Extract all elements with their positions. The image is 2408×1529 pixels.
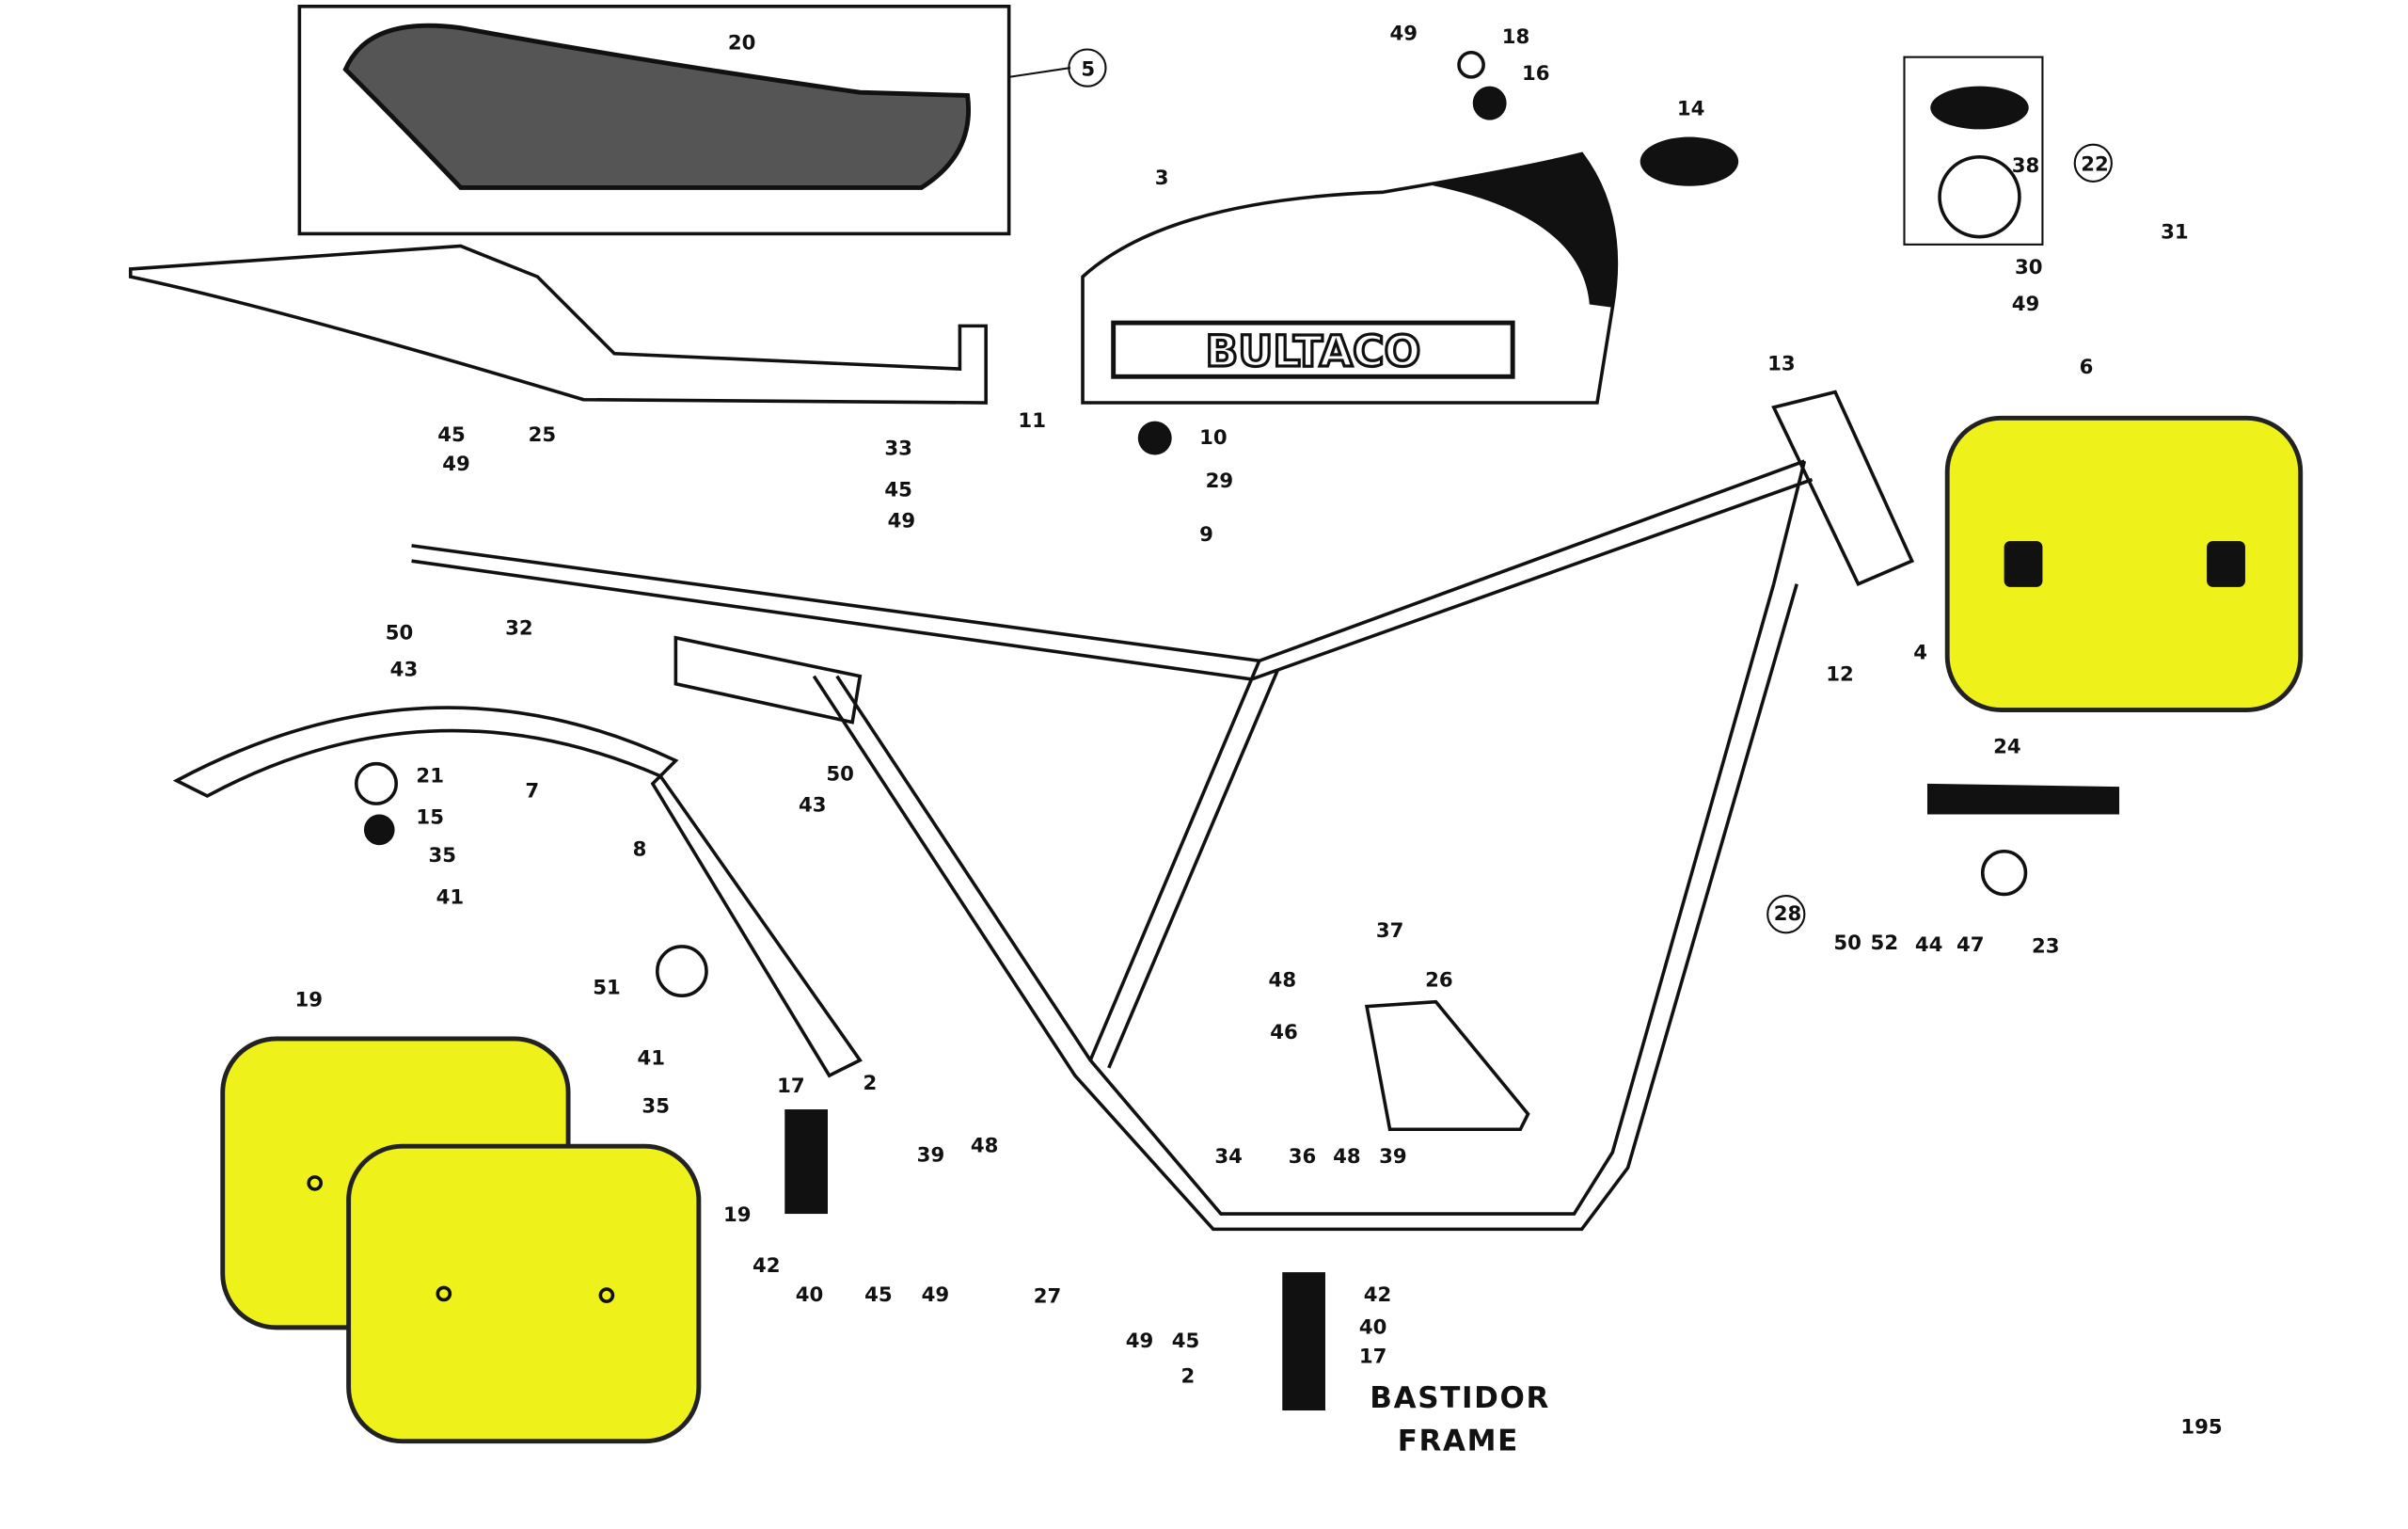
callout-label: 15	[416, 805, 444, 829]
callout-label: 47	[1956, 933, 1985, 957]
callout-label: 45	[437, 423, 466, 447]
callout-label: 50	[826, 763, 854, 787]
title-spanish: BASTIDOR	[1370, 1381, 1550, 1415]
callout-label: 40	[1359, 1315, 1387, 1339]
callout-label: 27	[1034, 1285, 1062, 1309]
callout-label: 34	[1214, 1145, 1243, 1169]
callout-label: 51	[593, 977, 621, 1000]
callout-label: 2	[1181, 1365, 1196, 1389]
callout-label: 36	[1289, 1145, 1317, 1169]
callout-label: 8	[633, 838, 647, 862]
callout-label: 13	[1767, 353, 1796, 376]
callout-label: 31	[2161, 220, 2189, 244]
callout-label: 41	[638, 1047, 666, 1071]
callout-label: 24	[1993, 735, 2021, 758]
callout-label: 40	[796, 1283, 824, 1307]
callout-label: 26	[1425, 968, 1453, 992]
callout-label: 49	[1126, 1330, 1154, 1353]
callout-label: 43	[799, 793, 827, 817]
callout-label: 50	[1833, 932, 1861, 955]
callout-label: 44	[1915, 933, 1943, 957]
title-english: FRAME	[1398, 1424, 1519, 1457]
callout-label: 49	[888, 509, 916, 533]
callout-label: 25	[529, 423, 557, 447]
page-number: 195	[2180, 1416, 2222, 1440]
callout-label: 52	[1871, 932, 1899, 955]
callout-label: 6	[2080, 356, 2094, 379]
callout-label: 29	[1206, 470, 1234, 493]
frame-tubes	[411, 390, 1915, 1232]
callout-label: 45	[1172, 1330, 1200, 1353]
callout-label: 35	[642, 1094, 670, 1118]
callout-label: 5	[1081, 57, 1095, 81]
callout-label: 48	[1333, 1145, 1361, 1169]
callout-label: 4	[1913, 642, 1927, 665]
callout-label: 20	[728, 32, 756, 56]
callout-label: 30	[2015, 256, 2043, 279]
callout-label: 17	[1359, 1345, 1387, 1368]
callout-label: 32	[505, 617, 533, 641]
callout-label: 19	[294, 989, 323, 1012]
callout-label: 10	[1199, 426, 1228, 450]
callout-label: 42	[752, 1254, 781, 1278]
number-plate-19-front	[346, 1143, 702, 1444]
callout-label: 18	[1502, 25, 1530, 49]
callout-label: 33	[884, 438, 912, 461]
callout-label: 11	[1018, 409, 1046, 433]
callout-label: 49	[2012, 293, 2040, 316]
callout-label: 45	[884, 479, 912, 502]
callout-label: 50	[386, 621, 414, 645]
rear-fender-part	[172, 706, 679, 798]
callout-label: 22	[2081, 152, 2109, 176]
callout-label: 28	[1774, 902, 1802, 926]
callout-label: 39	[917, 1144, 945, 1168]
seat-inset-box	[297, 4, 1011, 236]
callout-label: 46	[1270, 1021, 1298, 1044]
callout-label: 41	[436, 885, 465, 909]
small-parts	[354, 50, 2120, 1411]
callout-label: 17	[777, 1075, 805, 1098]
callout-labels: 20 5 49 18 16 14 22 38 30 49 31 3 6 25 1…	[294, 23, 2188, 1389]
callout-label: 45	[864, 1283, 893, 1307]
callout-label: 16	[1522, 62, 1550, 86]
callout-label: 3	[1155, 167, 1169, 190]
callout-label: 23	[2032, 935, 2060, 959]
callout-label: 49	[922, 1283, 950, 1307]
callout-label: 49	[442, 453, 470, 476]
callout-label: 42	[1364, 1283, 1392, 1307]
callout-label: 21	[416, 764, 444, 788]
callout-label: 49	[1390, 23, 1418, 46]
callout-label: 7	[525, 780, 539, 804]
callout-label: 48	[1269, 968, 1297, 992]
callout-label: 35	[429, 844, 457, 868]
callout-label: 19	[723, 1203, 752, 1227]
callout-label: 2	[863, 1072, 878, 1095]
number-plate-6	[1944, 415, 2304, 712]
tank-logo: BULTACO	[1205, 327, 1420, 376]
callout-label: 14	[1677, 98, 1705, 121]
callout-label: 38	[2012, 154, 2040, 178]
side-cover-part	[128, 244, 988, 405]
callout-label: 48	[971, 1135, 999, 1158]
callout-label: 12	[1826, 663, 1854, 687]
callout-label: 37	[1376, 919, 1404, 943]
seat-part	[342, 23, 971, 190]
callout-label: 39	[1379, 1145, 1407, 1169]
callout-label: 43	[390, 659, 419, 682]
callout-label: 9	[1199, 523, 1213, 547]
